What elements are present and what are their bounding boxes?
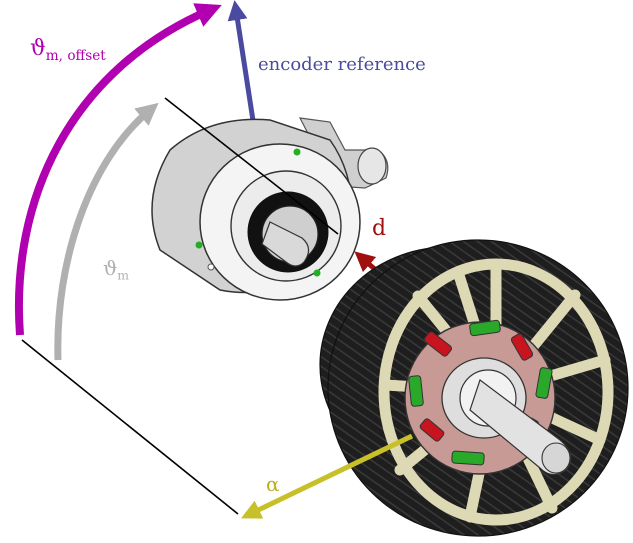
theta-m-subscript: m [117, 267, 130, 283]
theta-offset-subscript: m, offset [45, 47, 106, 64]
theta-m-symbol: ϑ [103, 256, 118, 280]
theta-offset-arc [15, 3, 222, 336]
encoder [151, 117, 389, 301]
encoder-reference-label: encoder reference [258, 54, 426, 75]
theta-offset-label: ϑm, offset [30, 36, 106, 64]
encoder-axis-line [164, 97, 339, 235]
motor-rotor [319, 239, 629, 537]
encoder-shaft [261, 221, 310, 267]
encoder-reference-arrow [227, 0, 259, 141]
theta-m-label: ϑm [103, 256, 129, 282]
alpha-axis-label: α [266, 472, 280, 496]
alpha-axis-arrow [240, 433, 414, 519]
d-axis-label: d [372, 216, 387, 241]
theta-offset-symbol: ϑ [30, 36, 46, 61]
reference-axis-line [21, 339, 239, 515]
theta-m-arc [54, 102, 159, 361]
